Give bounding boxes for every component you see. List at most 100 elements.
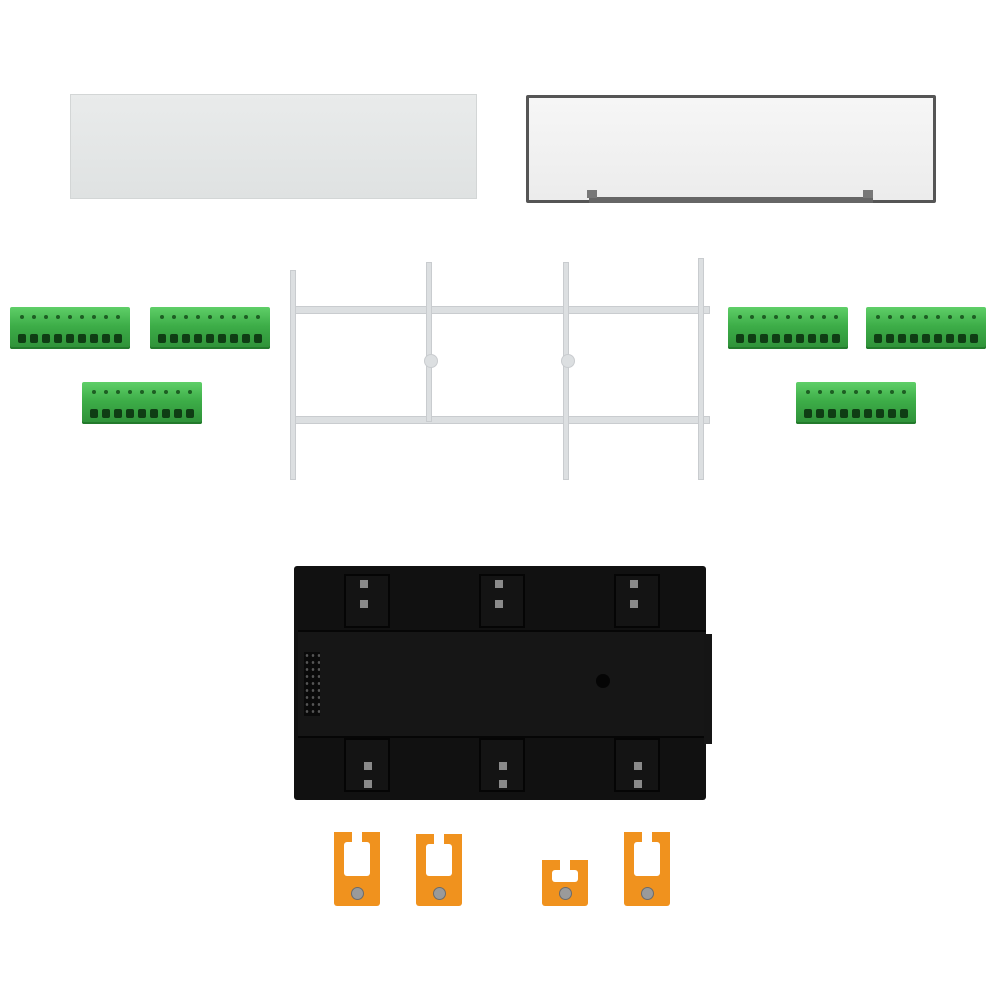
terminal-hole [162, 409, 170, 418]
clip-window [552, 870, 578, 882]
clip-window [426, 844, 452, 876]
terminal-screw [244, 315, 248, 319]
terminal-screw [184, 315, 188, 319]
terminal-screw [750, 315, 754, 319]
latch-window [630, 580, 638, 588]
terminal-hole [18, 334, 26, 343]
terminal-screw [256, 315, 260, 319]
terminal-screw [818, 390, 822, 394]
terminal-hole [910, 334, 918, 343]
terminal-hole [772, 334, 780, 343]
cover-lip [589, 197, 873, 203]
terminal-hole [186, 409, 194, 418]
latch-window [360, 600, 368, 608]
terminal-hole [760, 334, 768, 343]
frame-bar [290, 416, 710, 424]
clip-rivet [641, 887, 654, 900]
terminal-screw [806, 390, 810, 394]
terminal-hole [874, 334, 882, 343]
clip-rivet [559, 887, 572, 900]
terminal-screw [936, 315, 940, 319]
terminal-screw [878, 390, 882, 394]
latch-window [634, 762, 642, 770]
clip-slot [434, 834, 444, 844]
terminal-screw [960, 315, 964, 319]
terminal-hole [820, 334, 828, 343]
din-clip [416, 834, 462, 906]
terminal-hole [158, 334, 166, 343]
clip-slot [352, 832, 362, 842]
terminal-block [150, 307, 270, 349]
terminal-hole [832, 334, 840, 343]
terminal-hole [218, 334, 226, 343]
latch-window [495, 580, 503, 588]
terminal-screw [176, 390, 180, 394]
frame-bar [290, 306, 710, 314]
terminal-screw [912, 315, 916, 319]
terminal-screw [172, 315, 176, 319]
frame-post [426, 262, 432, 422]
terminal-screw [56, 315, 60, 319]
din-clip [334, 832, 380, 906]
terminal-block [796, 382, 916, 424]
terminal-hole [888, 409, 896, 418]
terminal-screw [876, 315, 880, 319]
clip-rivet [433, 887, 446, 900]
terminal-screw [104, 390, 108, 394]
terminal-hole [30, 334, 38, 343]
terminal-hole [796, 334, 804, 343]
frame-post [698, 258, 704, 480]
terminal-hole [90, 409, 98, 418]
terminal-hole [114, 334, 122, 343]
terminal-screw [20, 315, 24, 319]
terminal-hole [876, 409, 884, 418]
clip-rivet [351, 887, 364, 900]
terminal-hole [182, 334, 190, 343]
terminal-screw [834, 315, 838, 319]
terminal-hole [808, 334, 816, 343]
terminal-screw [786, 315, 790, 319]
terminal-hole [170, 334, 178, 343]
terminal-screw [160, 315, 164, 319]
terminal-hole [194, 334, 202, 343]
terminal-screw [924, 315, 928, 319]
terminal-hole [898, 334, 906, 343]
clip-slot [642, 832, 652, 842]
terminal-screw [68, 315, 72, 319]
terminal-screw [890, 390, 894, 394]
terminal-hole [946, 334, 954, 343]
terminal-hole [114, 409, 122, 418]
terminal-screw [152, 390, 156, 394]
terminal-screw [92, 390, 96, 394]
terminal-hole [102, 334, 110, 343]
terminal-hole [126, 409, 134, 418]
terminal-hole [174, 409, 182, 418]
transparent-cover [526, 95, 936, 203]
terminal-hole [922, 334, 930, 343]
terminal-screw [842, 390, 846, 394]
terminal-hole [150, 409, 158, 418]
connector-pins [304, 652, 320, 716]
terminal-hole [230, 334, 238, 343]
terminal-block [82, 382, 202, 424]
terminal-block [866, 307, 986, 349]
terminal-screw [32, 315, 36, 319]
terminal-screw [830, 390, 834, 394]
terminal-hole [42, 334, 50, 343]
terminal-screw [972, 315, 976, 319]
clip-window [634, 842, 660, 876]
latch-slot [344, 738, 390, 792]
terminal-block [728, 307, 848, 349]
frame-post [563, 262, 569, 480]
terminal-hole [78, 334, 86, 343]
latch-window [634, 780, 642, 788]
mounting-boss [596, 674, 610, 688]
terminal-screw [188, 390, 192, 394]
terminal-screw [140, 390, 144, 394]
side-rail [704, 634, 712, 744]
terminal-hole [748, 334, 756, 343]
terminal-screw [902, 390, 906, 394]
latch-window [495, 600, 503, 608]
terminal-hole [934, 334, 942, 343]
terminal-screw [220, 315, 224, 319]
